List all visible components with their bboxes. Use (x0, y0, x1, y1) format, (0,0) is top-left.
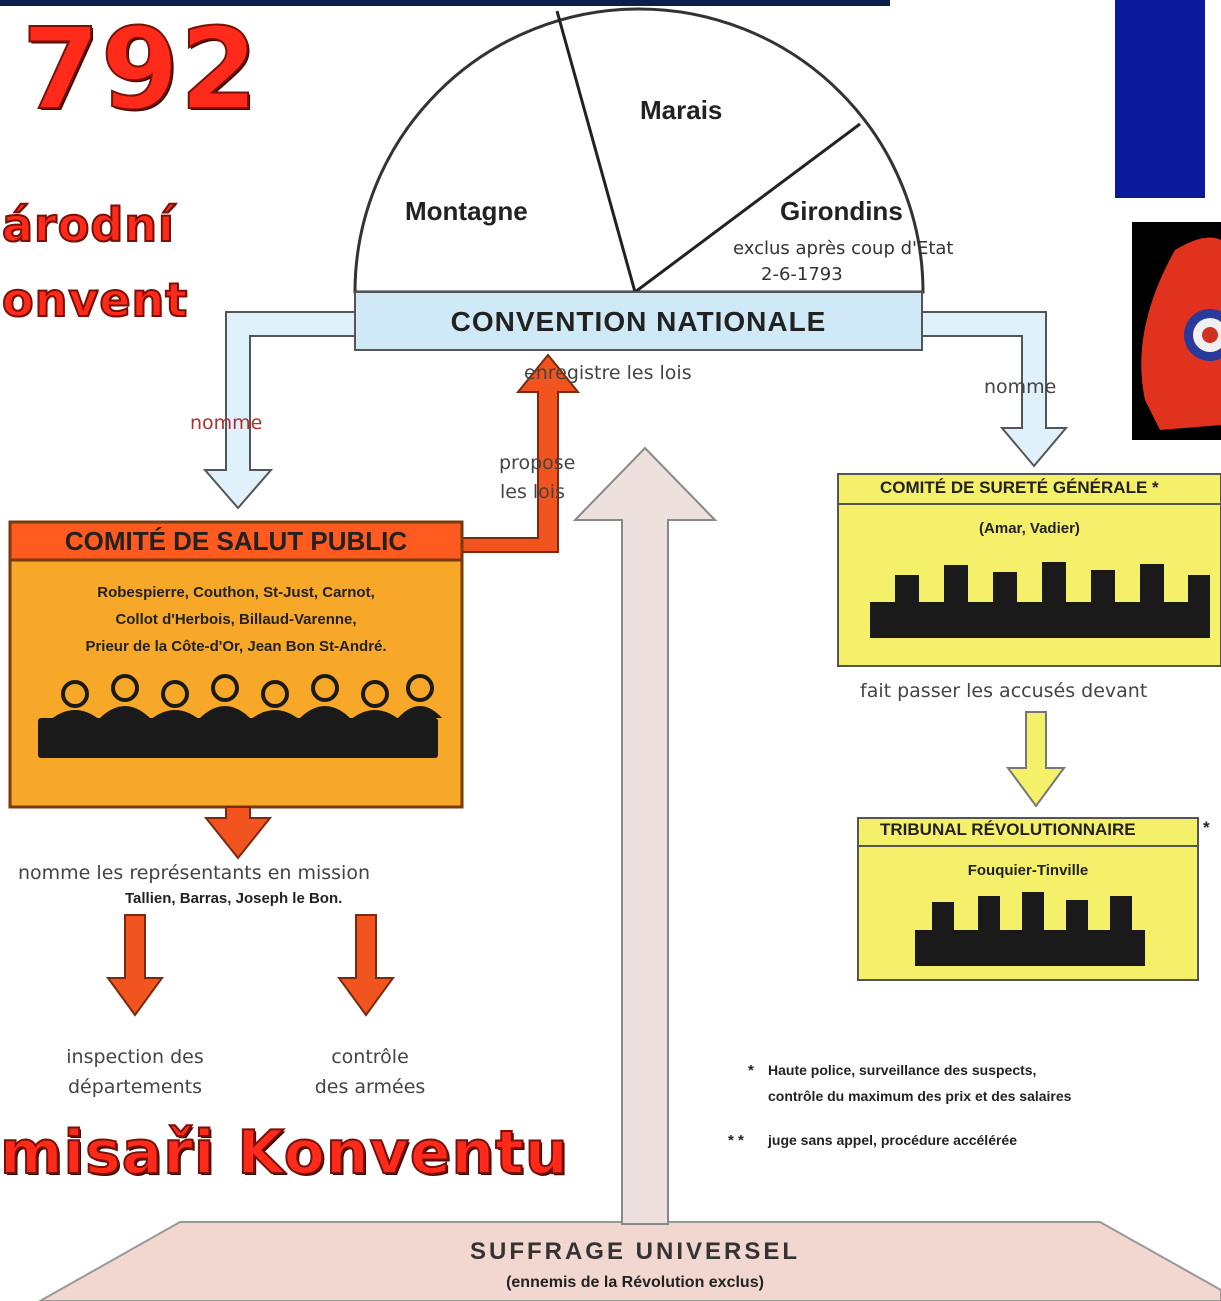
csg-title: COMITÉ DE SURETÉ GÉNÉRALE * (880, 478, 1159, 497)
csg-to-tribunal-arrow (1006, 711, 1066, 808)
headline-subtitle-1: árodní (1, 198, 175, 252)
convention-title: CONVENTION NATIONALE (450, 306, 827, 337)
convention-note: enregistre les lois (524, 362, 692, 384)
csg-members: (Amar, Vadier) (979, 520, 1080, 537)
tribunal-members-silhouettes (915, 892, 1145, 966)
mission-right-arrow (337, 914, 395, 1017)
girondins-note-1: exclus après coup d'Etat (733, 238, 954, 259)
suffrage-base-shape (37, 1221, 1221, 1301)
csg-members-silhouettes (870, 562, 1210, 638)
missions-names: Tallien, Barras, Joseph le Bon. (125, 890, 343, 907)
csg-note: fait passer les accusés devant (860, 680, 1148, 702)
headline-year: 792 (21, 5, 259, 135)
tribunal-members: Fouquier-Tinville (967, 862, 1089, 879)
parliament-divider-1 (555, 10, 637, 293)
propose-label-2: les lois (500, 481, 565, 503)
csp-box-header (8, 520, 464, 562)
left-nomme-arrow (202, 311, 356, 510)
section-marais: Marais (640, 95, 723, 125)
mission-left-arrow (106, 914, 164, 1017)
footnote-2-text: juge sans appel, procédure accélérée (768, 1132, 1018, 1148)
csp-title: COMITÉ DE SALUT PUBLIC (64, 526, 408, 556)
blue-panel (1115, 0, 1221, 198)
section-girondins: Girondins (780, 196, 903, 226)
missions-left-2: départements (68, 1076, 202, 1098)
section-montagne: Montagne (405, 196, 528, 226)
footnote-2-mark: * * (728, 1132, 744, 1149)
top-border-line (0, 0, 890, 6)
left-nomme-label: nomme (190, 412, 263, 434)
phrygian-cap-icon (1141, 237, 1221, 430)
missions-right-1: contrôle (331, 1046, 409, 1068)
missions-left-1: inspection des (66, 1046, 204, 1068)
suffrage-subtitle: (ennemis de la Révolution exclus) (506, 1274, 764, 1291)
csp-members-1: Robespierre, Couthon, St-Just, Carnot, (97, 584, 375, 601)
headline-bottom: misaři Konventu (0, 1117, 569, 1189)
tribunal-star: * (1203, 818, 1210, 837)
right-nomme-arrow (921, 311, 1069, 468)
missions-right-2: des armées (314, 1076, 426, 1098)
girondins-note-2: 2-6-1793 (761, 264, 843, 285)
propose-label-1: propose (499, 452, 576, 474)
headline-subtitle-2: onvent (1, 273, 189, 327)
footnote-1-mark: * (748, 1062, 754, 1079)
tribunal-title: TRIBUNAL RÉVOLUTIONNAIRE (880, 820, 1136, 839)
convention-bar (354, 291, 923, 351)
parliament-divider-2 (634, 122, 861, 294)
csp-down-arrow (203, 806, 273, 860)
missions-title: nomme les représentants en mission (18, 862, 371, 884)
footnote-1-line-2: contrôle du maximum des prix et des sala… (768, 1088, 1072, 1104)
suffrage-title: SUFFRAGE UNIVERSEL (469, 1238, 801, 1265)
csp-members-silhouettes (38, 674, 442, 758)
central-up-arrow (572, 446, 718, 1225)
propose-arrow (461, 353, 581, 553)
right-nomme-label: nomme (984, 376, 1057, 398)
parliament-semicircle (353, 7, 925, 294)
csp-members-2: Collot d'Herbois, Billaud-Varenne, (115, 611, 357, 628)
csp-members-3: Prieur de la Côte-d'Or, Jean Bon St-Andr… (85, 638, 387, 655)
footnote-1-line-1: Haute police, surveillance des suspects, (768, 1062, 1037, 1078)
